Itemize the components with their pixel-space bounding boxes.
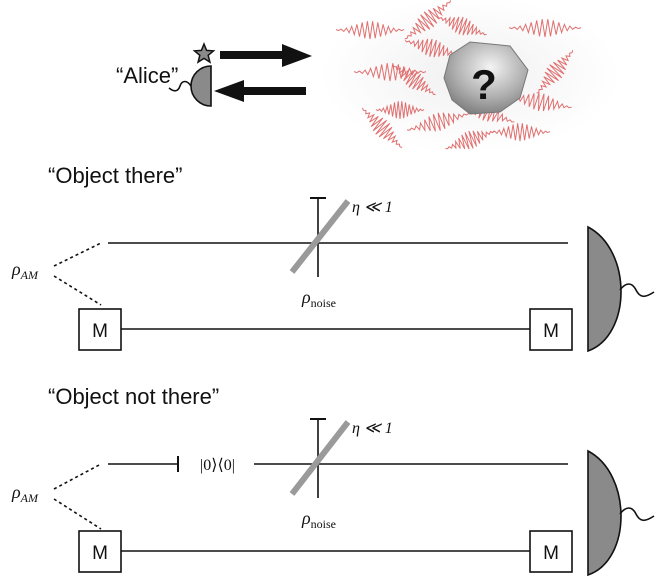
noise-pulse: [536, 50, 574, 94]
noise-pulse: [437, 16, 487, 36]
panel2-title: “Object not there”: [48, 384, 219, 409]
panel2-rho-am-label: ρAM: [11, 482, 39, 505]
panel1-dotted-upper: [53, 242, 102, 267]
panel2-dotted-lower: [53, 498, 102, 530]
alice-detector-wire: [168, 80, 192, 92]
panel2-memory-box-left-label: M: [92, 543, 108, 564]
noise-cloud: ?: [320, 0, 620, 153]
panel2-vacuum-label: |0⟩⟨0|: [200, 457, 235, 474]
star-icon: [192, 42, 216, 64]
panel2-eta-label: η ≪ 1: [352, 420, 393, 437]
panel2-noise-label: ρnoise: [301, 508, 336, 531]
alice-detector-icon: [190, 65, 212, 107]
noise-pulse: [335, 21, 405, 40]
panel2-memory-box-left: [78, 530, 122, 573]
panel1-noise-label: ρnoise: [301, 287, 336, 310]
panel1-memory-box-right: [529, 308, 573, 351]
panel1-eta-label: η ≪ 1: [352, 199, 393, 216]
panel2-dotted-upper: [53, 463, 102, 490]
panel1-title: “Object there”: [48, 163, 183, 188]
panel2-memory-box-right-label: M: [543, 543, 559, 564]
noise-pulse: [353, 63, 427, 82]
outgoing-arrow-head: [282, 44, 312, 67]
noise-pulse: [489, 123, 551, 142]
panel1-dotted-lower: [53, 275, 102, 306]
noise-pulse: [362, 107, 403, 148]
noise-pulse: [508, 19, 582, 38]
panel1-detector-wire: [619, 283, 655, 298]
returning-arrow-head: [214, 80, 244, 102]
alice-scene: “Alice”: [116, 42, 312, 107]
panel2-memory-box-right: [529, 530, 573, 573]
object-question-mark: ?: [471, 61, 497, 108]
noise-pulse: [404, 38, 460, 58]
noise-pulse: [445, 130, 495, 150]
panel-object-not-there: “Object not there” ρAM |0⟩⟨0| η ≪ 1 ρnoi…: [11, 384, 655, 577]
panel2-detector-wire: [619, 507, 655, 522]
panel1-rho-am-label: ρAM: [11, 259, 39, 282]
noise-pulse: [375, 101, 425, 120]
panel2-detector-icon: [587, 449, 622, 577]
panel1-memory-box-left-label: M: [92, 321, 108, 342]
panel1-beam-splitter: [289, 199, 351, 274]
noise-pulse: [406, 112, 470, 133]
panel-object-there: “Object there” ρAM η ≪ 1 ρnoise M M: [11, 163, 655, 353]
alice-label: “Alice”: [116, 63, 178, 88]
noise-pulse: [404, 0, 452, 40]
object-icon: [443, 41, 529, 115]
panel1-memory-box-right-label: M: [543, 321, 559, 342]
panel1-detector-icon: [587, 225, 622, 353]
noise-pulse: [392, 64, 436, 96]
panel2-beam-splitter: [289, 420, 351, 496]
